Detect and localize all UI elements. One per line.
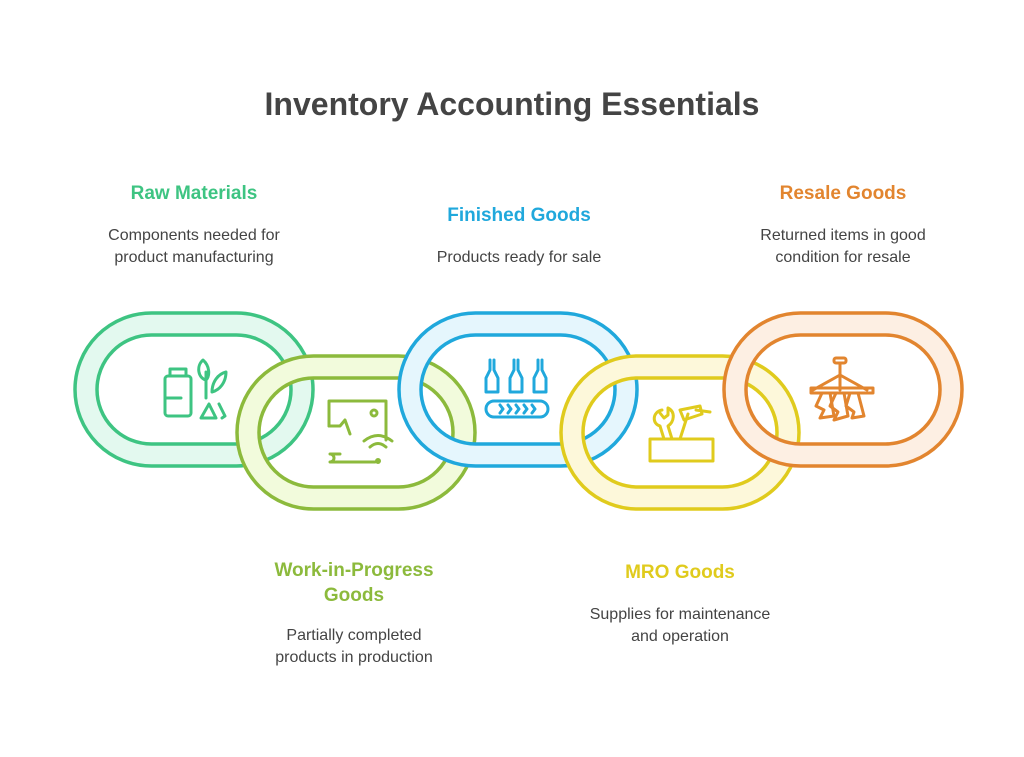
clothes-rack-icon [809, 356, 875, 422]
finished-goods-label: Finished Goods Products ready for sale [399, 203, 639, 269]
finished-goods-title: Finished Goods [447, 205, 591, 226]
raw-materials-label: Raw Materials Components needed for prod… [74, 181, 314, 269]
wip-goods-label: Work-in-Progress Goods Partially complet… [234, 558, 474, 669]
mro-goods-title: MRO Goods [625, 562, 735, 583]
toolbox-icon [648, 404, 715, 463]
bottles-conveyor-icon [484, 358, 550, 419]
raw-materials-icon [163, 358, 228, 420]
raw-materials-title: Raw Materials [130, 183, 258, 204]
resale-goods-title: Resale Goods [779, 183, 907, 204]
resale-goods-label: Resale Goods Returned items in good cond… [723, 181, 963, 269]
finished-goods-desc: Products ready for sale [436, 249, 602, 266]
chain-link-4 [559, 354, 801, 511]
page-title: Inventory Accounting Essentials [264, 86, 760, 122]
wip-goods-desc-1: Partially completed [286, 627, 422, 644]
sewing-machine-icon [327, 399, 394, 464]
raw-materials-desc-2: product manufacturing [114, 249, 274, 266]
raw-materials-desc-1: Components needed for [108, 227, 280, 244]
chain-link-5 [722, 311, 964, 468]
wip-goods-desc-2: products in production [275, 649, 433, 666]
mro-goods-label: MRO Goods Supplies for maintenance and o… [560, 560, 800, 648]
mro-goods-desc-1: Supplies for maintenance [589, 606, 771, 623]
wip-goods-title-2: Goods [323, 585, 385, 606]
chain-link-2 [235, 354, 477, 511]
wip-goods-title-1: Work-in-Progress [274, 560, 434, 581]
resale-goods-desc-2: condition for resale [775, 249, 911, 266]
mro-goods-desc-2: and operation [631, 628, 729, 645]
resale-goods-desc-1: Returned items in good [760, 227, 926, 244]
